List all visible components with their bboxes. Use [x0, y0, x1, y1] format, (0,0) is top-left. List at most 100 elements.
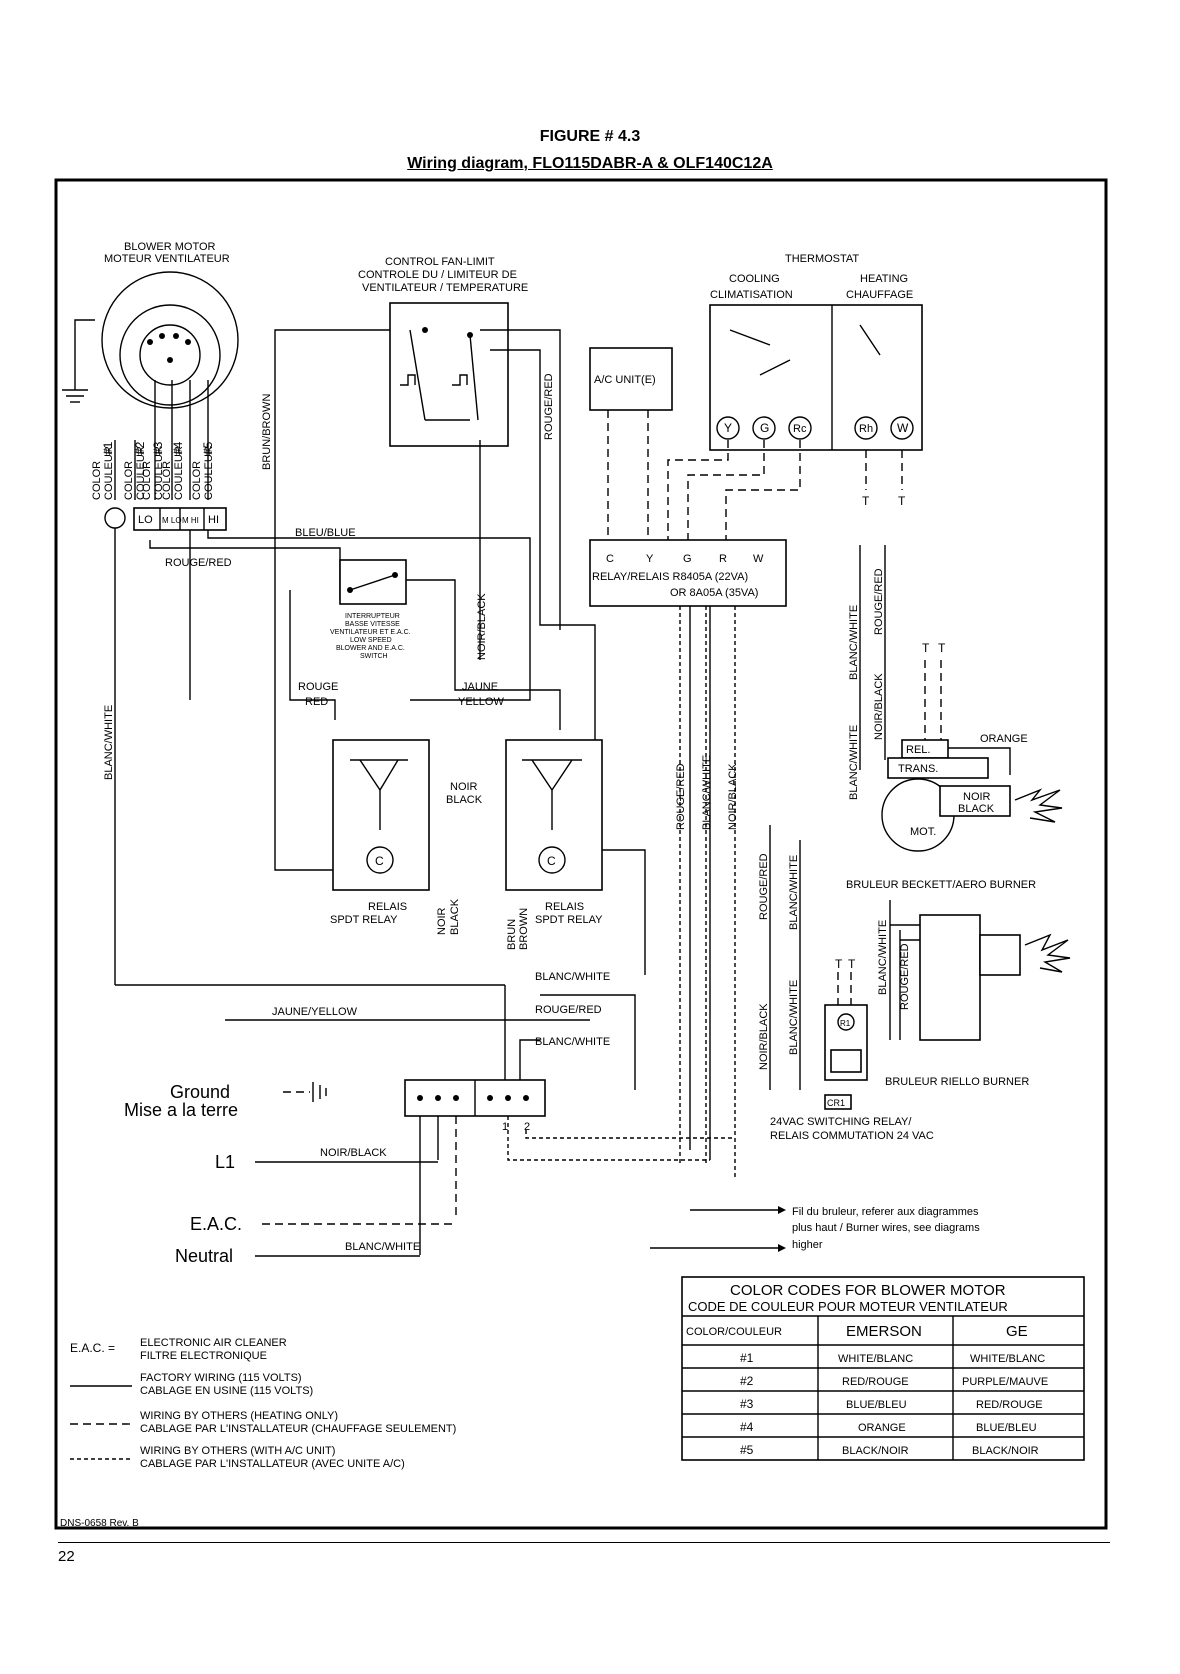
legend-eac-fr: FILTRE ELECTRONIQUE [140, 1350, 267, 1362]
tap5-couleur: COULEUR [203, 446, 215, 500]
row5-emerson: BLACK/NOIR [842, 1445, 909, 1457]
legend-factory-en: FACTORY WIRING (115 VOLTS) [140, 1372, 302, 1384]
table-title-fr: CODE DE COULEUR POUR MOTEUR VENTILATEUR [688, 1299, 1008, 1314]
relay-c: C [606, 553, 614, 565]
thermostat-cooling: COOLING [729, 273, 780, 285]
supply-neutral: Neutral [175, 1246, 233, 1266]
relay-line1: RELAY/RELAIS R8405A (22VA) [592, 571, 748, 583]
tap2-couleur: COULEUR [135, 446, 147, 500]
row2-num: #2 [740, 1374, 754, 1388]
document-reference: DNS-0658 Rev. B [60, 1518, 139, 1529]
riello-label: BRULEUR RIELLO BURNER [885, 1076, 1029, 1088]
wire-label-noir-black-riello: NOIR/BLACK [758, 1003, 770, 1070]
wire-label-noir-black-1: NOIR/BLACK [476, 593, 488, 660]
blower-motor-label-en: BLOWER MOTOR [124, 241, 216, 253]
row1-emerson: WHITE/BLANC [838, 1353, 913, 1365]
thermostat-t-2: T [898, 494, 906, 508]
thermostat-terminal-g: G [760, 421, 769, 435]
terminal-hi: HI [208, 514, 219, 526]
relay2-coil: C [547, 854, 556, 868]
beckett-t-2: T [938, 641, 946, 655]
legend-eac-abbr: E.A.C. = [70, 1341, 115, 1355]
tap2-num: #2 [133, 441, 147, 455]
blower-motor-label-fr: MOTEUR VENTILATEUR [104, 253, 230, 265]
diagram-frame [54, 178, 1108, 1530]
tap3-num: #3 [151, 441, 165, 455]
wire-label-noir-black-relay: NOIR/BLACK [727, 763, 739, 830]
lss-line4: LOW SPEED [350, 637, 392, 644]
wire-label-blanc-white-riello3: BLANC/WHITE [877, 920, 889, 995]
fan-limit-line1: CONTROL FAN-LIMIT [385, 256, 495, 268]
row3-ge: RED/ROUGE [976, 1399, 1043, 1411]
wire-label-black: BLACK [446, 794, 483, 806]
wire-label-brown-v: BROWN [518, 908, 530, 950]
spdt-relay-1: C RELAIS SPDT RELAY [330, 739, 430, 926]
tap3-color: COLOR [141, 461, 153, 500]
wire-label-blanc-white-3: BLANC/WHITE [535, 1036, 610, 1048]
ground-en: Ground [170, 1082, 230, 1102]
wire-label-red: RED [305, 696, 328, 708]
burner-note-line2: plus haut / Burner wires, see diagrams [792, 1222, 980, 1234]
tap2-color: COLOR [123, 461, 135, 500]
tap5-color: COLOR [191, 461, 203, 500]
table-row: #5 BLACK/NOIR BLACK/NOIR [740, 1443, 1039, 1457]
switching-relay-line2: RELAIS COMMUTATION 24 VAC [770, 1130, 934, 1142]
wire-label-blanc-white-riello2: BLANC/WHITE [788, 980, 800, 1055]
riello-t-2: T [848, 957, 856, 971]
terminal-lo: LO [138, 514, 153, 526]
table-header-emerson: EMERSON [846, 1323, 922, 1340]
beckett-t-1: T [922, 641, 930, 655]
wire-label-blanc-white-riello1: BLANC/WHITE [788, 855, 800, 930]
color-tap-labels: COLOR COULEUR #1 COLOR COULEUR #2 COLOR … [91, 441, 215, 500]
legend: E.A.C. = ELECTRONIC AIR CLEANER FILTRE E… [70, 1337, 456, 1470]
ground-fr: Mise a la terre [124, 1100, 238, 1120]
lss-line6: SWITCH [360, 653, 388, 660]
color-code-table: COLOR CODES FOR BLOWER MOTOR CODE DE COU… [681, 1276, 1085, 1461]
wire-label-blanc-white-neutral: BLANC/WHITE [345, 1241, 420, 1253]
relay1-relais: RELAIS [368, 901, 407, 913]
row1-num: #1 [740, 1351, 754, 1365]
table-row: #3 BLUE/BLEU RED/ROUGE [740, 1397, 1043, 1411]
relay1-coil: C [375, 854, 384, 868]
wire-label-blanc-white-2: BLANC/WHITE [535, 971, 610, 983]
tap1-color: COLOR [91, 461, 103, 500]
tap3-couleur: COULEUR [153, 446, 165, 500]
thermostat-terminal-w: W [897, 421, 909, 435]
wire-label-brun-v: BRUN [506, 919, 518, 950]
wire-label-blanc-white-relay: BLANC/WHITE [701, 755, 713, 830]
wire-label-rouge-red-3: ROUGE/RED [535, 1004, 602, 1016]
ac-unit-label: A/C UNIT(E) [594, 374, 656, 386]
riello-cr1: CR1 [827, 1098, 845, 1108]
wire-label-jaune-yellow: JAUNE/YELLOW [272, 1006, 358, 1018]
thermostat: THERMOSTAT COOLING CLIMATISATION HEATING… [667, 253, 923, 540]
legend-others-heat-en: WIRING BY OTHERS (HEATING ONLY) [140, 1410, 338, 1422]
legend-others-heat-fr: CABLAGE PAR L'INSTALLATEUR (CHAUFFAGE SE… [140, 1423, 456, 1435]
wire-label-rouge-red-1: ROUGE/RED [165, 557, 232, 569]
row3-num: #3 [740, 1397, 754, 1411]
line-terminal-block: 1 2 [404, 1079, 735, 1255]
wire-label-brun-brown: BRUN/BROWN [261, 394, 273, 470]
table-title-en: COLOR CODES FOR BLOWER MOTOR [730, 1282, 1006, 1299]
beckett-trans: TRANS. [898, 763, 938, 775]
row2-ge: PURPLE/MAUVE [962, 1376, 1048, 1388]
row4-num: #4 [740, 1420, 754, 1434]
page-rule [58, 1542, 1110, 1543]
row1-ge: WHITE/BLANC [970, 1353, 1045, 1365]
wire-label-rouge-red-riello2: ROUGE/RED [899, 943, 911, 1010]
riello-t-1: T [835, 957, 843, 971]
wire-label-blanc-white-beck1: BLANC/WHITE [848, 605, 860, 680]
thermostat-title: THERMOSTAT [785, 253, 859, 265]
wire-label-noir-v: NOIR [436, 907, 448, 935]
relay-g: G [683, 553, 692, 565]
figure-subtitle: Wiring diagram, FLO115DABR-A & OLF140C12… [407, 155, 773, 172]
page-number: 22 [58, 1548, 75, 1565]
relay-w: W [753, 553, 764, 565]
wire-label-bleu-blue: BLEU/BLUE [295, 527, 356, 539]
relay-board: C Y G R W RELAY/RELAIS R8405A (22VA) OR … [589, 539, 787, 1180]
burner-note-line1: Fil du bruleur, referer aux diagrammes [792, 1206, 979, 1218]
wire-label-orange: ORANGE [980, 733, 1028, 745]
wire-label-yellow: YELLOW [458, 696, 504, 708]
tap1-num: #1 [101, 441, 115, 455]
row4-emerson: ORANGE [858, 1422, 906, 1434]
